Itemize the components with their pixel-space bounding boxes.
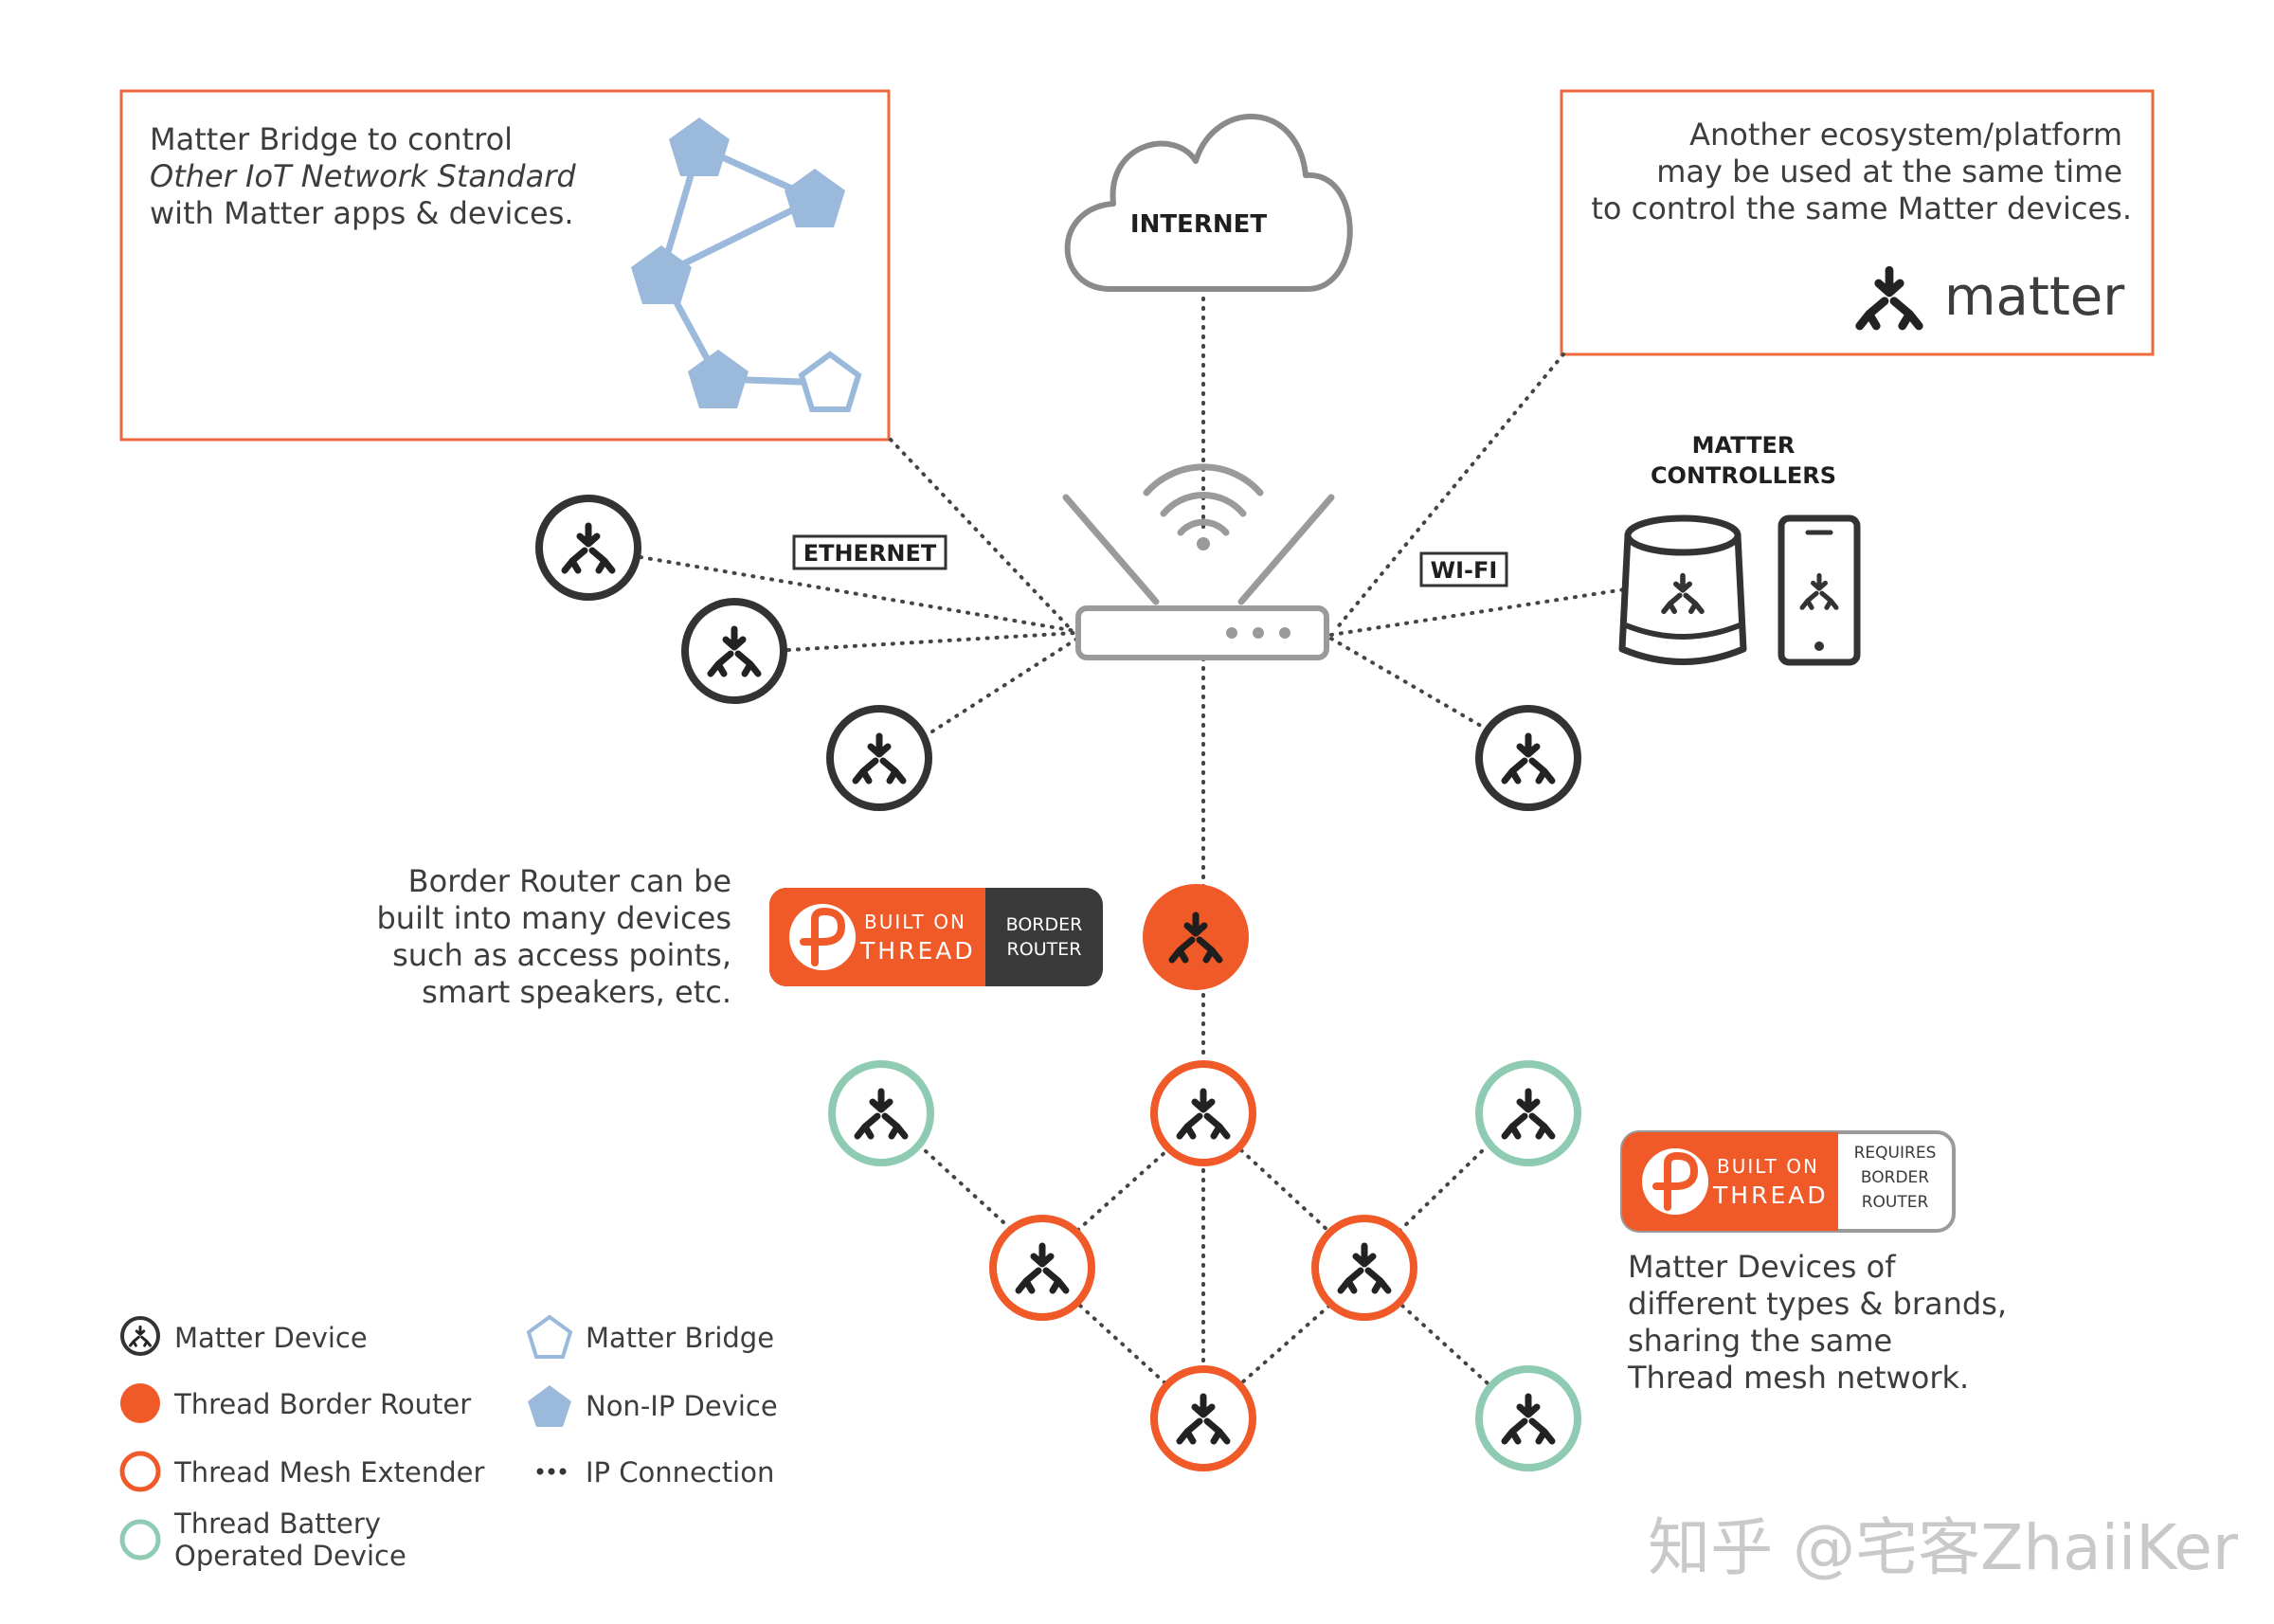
ecosystem-info-box [1560, 89, 2155, 356]
matter-device-icon [1475, 705, 1581, 811]
border-router-note-4: smart speakers, etc. [422, 974, 731, 1010]
thread-battery-device-icon [1475, 1365, 1581, 1471]
matter-device-icon [681, 598, 787, 704]
built-on-thread-requires-border-router-badge: BUILT ON THREAD REQUIRES BORDER ROUTER [1620, 1130, 1956, 1233]
thread-mesh-links [924, 1148, 1489, 1385]
matter-device-icon [535, 495, 641, 601]
thread-logo-icon [1642, 1148, 1708, 1215]
mesh-note-3: sharing the same [1628, 1323, 1892, 1359]
badge2-side-3: ROUTER [1862, 1193, 1929, 1212]
thread-battery-device-icon [828, 1060, 934, 1166]
ip-connections [639, 287, 1627, 1063]
badge2-built-on: BUILT ON [1717, 1155, 1819, 1178]
ethernet-label: ETHERNET [803, 540, 937, 567]
border-router-note-2: built into many devices [376, 900, 731, 936]
legend: Matter Device Thread Border Router Threa… [119, 1314, 778, 1572]
controllers-label-2: CONTROLLERS [1651, 462, 1836, 489]
internet-label: INTERNET [1130, 210, 1267, 239]
non-ip-network-graph [631, 117, 862, 412]
built-on-thread-border-router-badge: BUILT ON THREAD BORDER ROUTER [769, 888, 1103, 986]
badge-thread: THREAD [859, 937, 976, 965]
non-ip-device-icon [631, 245, 692, 304]
legend-thread-border-router-icon [120, 1383, 160, 1423]
legend-ip-connection-label: IP Connection [586, 1456, 774, 1489]
bridge-info-box [119, 89, 891, 442]
matter-bridge-icon [798, 351, 862, 412]
mesh-note-2: different types & brands, [1628, 1286, 2007, 1322]
thread-mesh-extender-icon [1311, 1215, 1417, 1321]
legend-matter-device-icon [120, 1316, 160, 1356]
thread-battery-device-icon [1475, 1060, 1581, 1166]
legend-thread-battery-icon [119, 1519, 161, 1561]
ethernet-tag [792, 534, 948, 570]
bridge-line-1: Matter Bridge to control [150, 121, 513, 157]
legend-thread-border-router-label: Thread Border Router [173, 1388, 471, 1420]
legend-thread-mesh-extender-label: Thread Mesh Extender [173, 1456, 485, 1489]
non-ip-device-icon [669, 117, 730, 176]
bridge-line-3: with Matter apps & devices. [150, 195, 574, 231]
badge-side-1: BORDER [1006, 914, 1083, 935]
legend-matter-bridge-icon [526, 1314, 573, 1359]
bridge-line-2: Other IoT Network Standard [150, 158, 576, 194]
legend-battery-label-1: Thread Battery [173, 1507, 381, 1540]
wifi-label: WI-FI [1431, 557, 1498, 584]
mesh-note-1: Matter Devices of [1628, 1249, 1896, 1285]
thread-border-router-icon [1143, 884, 1249, 990]
legend-battery-label-2: Operated Device [174, 1540, 406, 1572]
badge-side-2: ROUTER [1007, 939, 1082, 960]
smart-speaker-icon [1618, 514, 1747, 665]
badge-built-on: BUILT ON [864, 911, 966, 933]
border-router-note-1: Border Router can be [408, 863, 731, 899]
controllers-label-1: MATTER [1692, 432, 1796, 459]
legend-ip-connection-icon [536, 1468, 567, 1475]
non-ip-device-icon [688, 350, 749, 408]
ecosystem-line-3: to control the same Matter devices. [1591, 190, 2132, 226]
legend-thread-mesh-extender-icon [119, 1451, 161, 1492]
thread-mesh-extender-icon [989, 1215, 1095, 1321]
badge2-side-1: REQUIRES [1854, 1144, 1937, 1163]
thread-logo-icon [789, 904, 856, 970]
smartphone-icon [1778, 514, 1861, 666]
legend-non-ip-device-icon [528, 1385, 571, 1427]
watermark: 知乎 @宅客ZhaiiKer [1648, 1511, 2239, 1584]
thread-mesh-extender-icon [1150, 1060, 1256, 1166]
matter-logo-icon [1860, 270, 1920, 326]
border-router-note-3: such as access points, [392, 937, 731, 973]
mesh-note-4: Thread mesh network. [1627, 1360, 1969, 1396]
ecosystem-line-1: Another ecosystem/platform [1689, 117, 2122, 153]
wifi-tag [1419, 551, 1508, 587]
ecosystem-line-2: may be used at the same time [1656, 153, 2122, 189]
thread-mesh-extender-icon [1150, 1365, 1256, 1471]
badge2-thread: THREAD [1712, 1182, 1829, 1209]
wifi-router-icon [1062, 463, 1335, 660]
internet-cloud-icon [1064, 114, 1353, 292]
legend-matter-device-label: Matter Device [174, 1322, 368, 1354]
badge2-side-2: BORDER [1861, 1168, 1929, 1187]
matter-brand-text: matter [1944, 266, 2125, 328]
non-ip-device-icon [785, 169, 845, 227]
legend-matter-bridge-label: Matter Bridge [586, 1322, 774, 1354]
matter-device-icon [826, 705, 932, 811]
legend-non-ip-device-label: Non-IP Device [586, 1390, 778, 1422]
